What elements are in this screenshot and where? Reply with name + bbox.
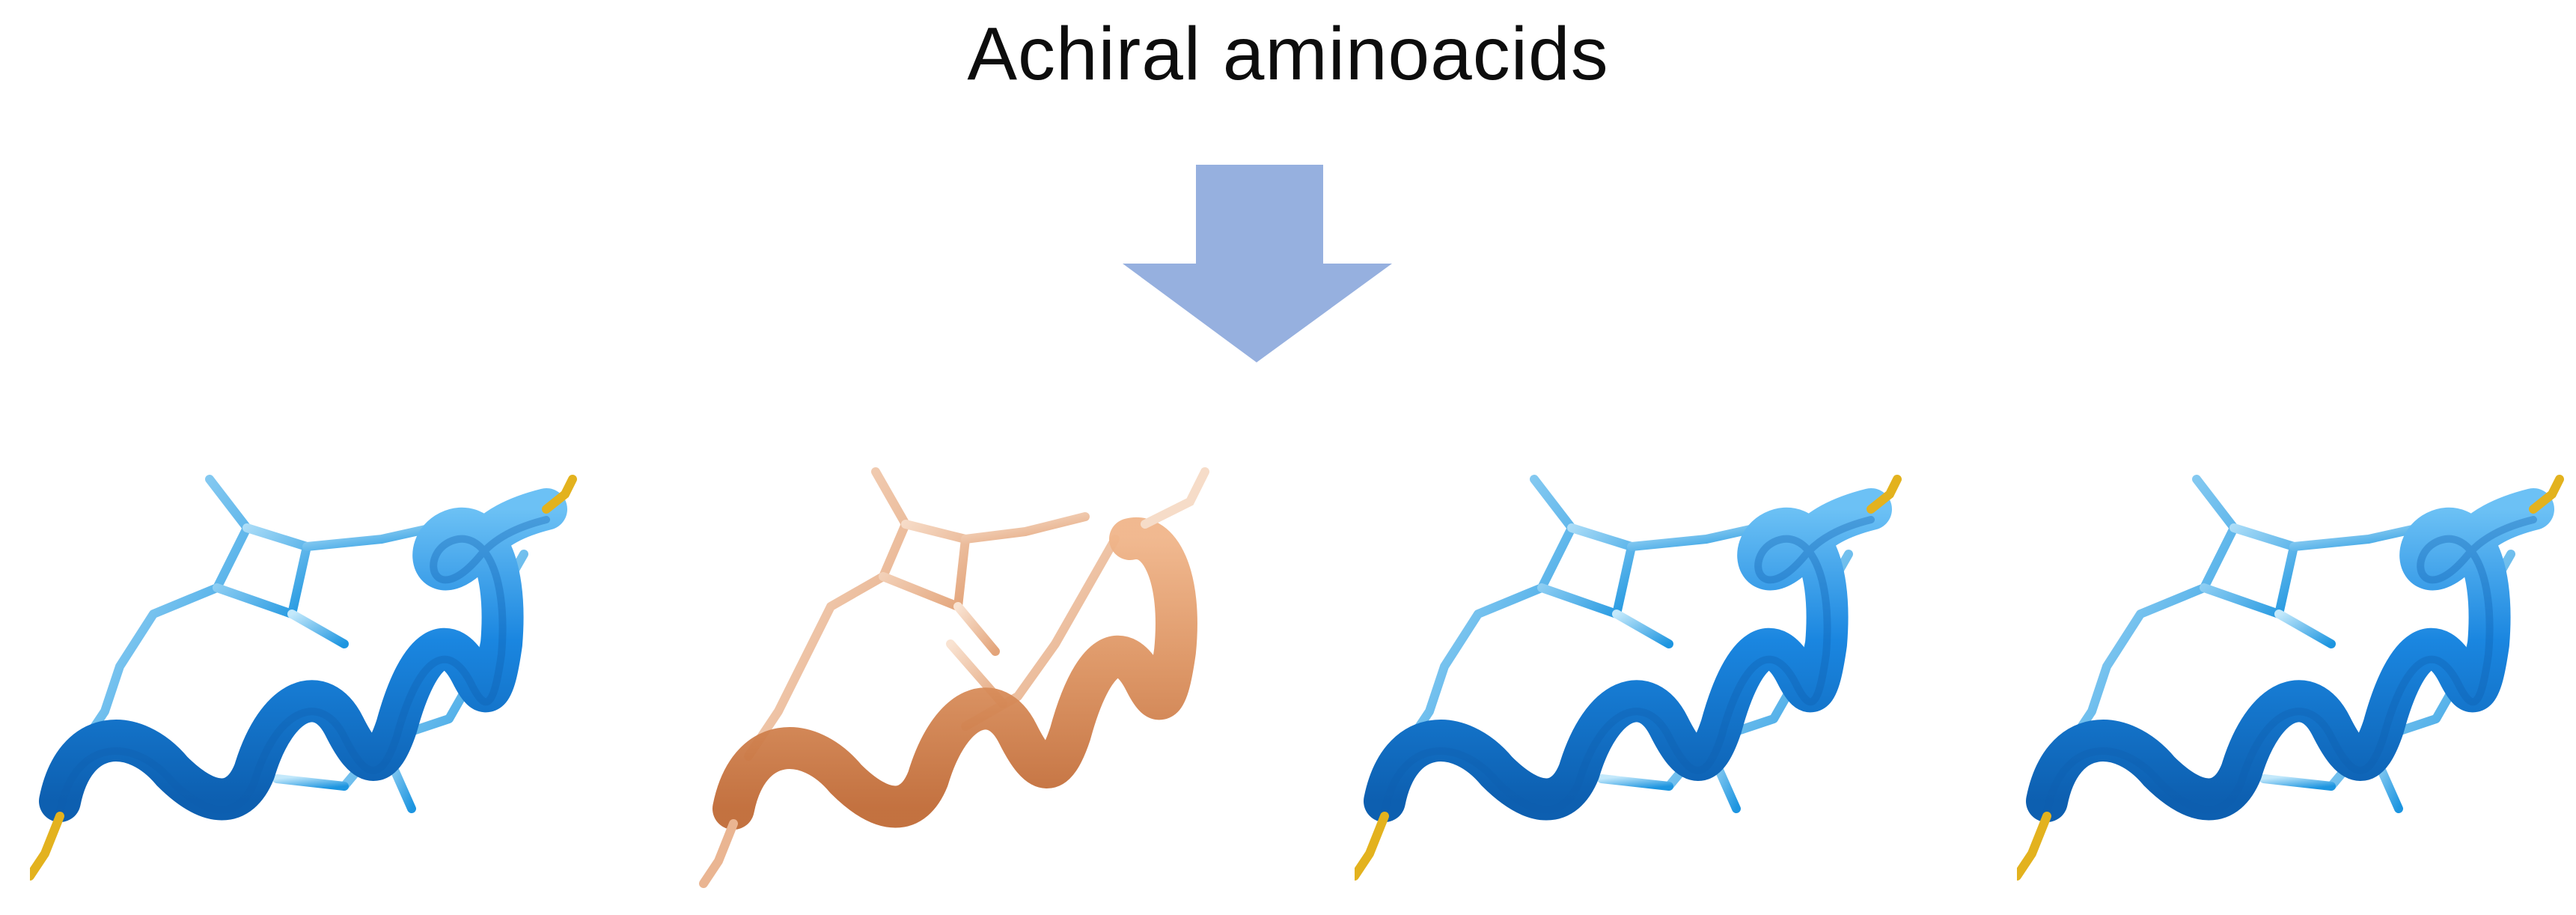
terminal-tail — [2529, 475, 2564, 514]
helix-ribbon — [39, 488, 567, 822]
helix-ribbon — [712, 517, 1197, 830]
terminal-tail — [542, 475, 577, 514]
terminal-tail — [1141, 467, 1209, 529]
helix-molecule-blue — [30, 475, 577, 881]
helix-molecule-blue — [2017, 475, 2564, 881]
arrow-shape — [1123, 165, 1392, 362]
terminal-tail — [1867, 475, 1902, 514]
helix-ribbon — [1364, 488, 1892, 822]
terminal-tail — [699, 819, 738, 888]
down-arrow-icon — [1123, 165, 1392, 362]
terminal-tail — [1355, 812, 1389, 881]
diagram-title: Achiral aminoacids — [967, 12, 1609, 96]
helix-molecule-orange — [699, 467, 1209, 888]
helix-ribbon — [2026, 488, 2554, 822]
terminal-tail — [30, 812, 64, 881]
terminal-tail — [2017, 812, 2051, 881]
helix-molecule-blue — [1355, 475, 1902, 881]
